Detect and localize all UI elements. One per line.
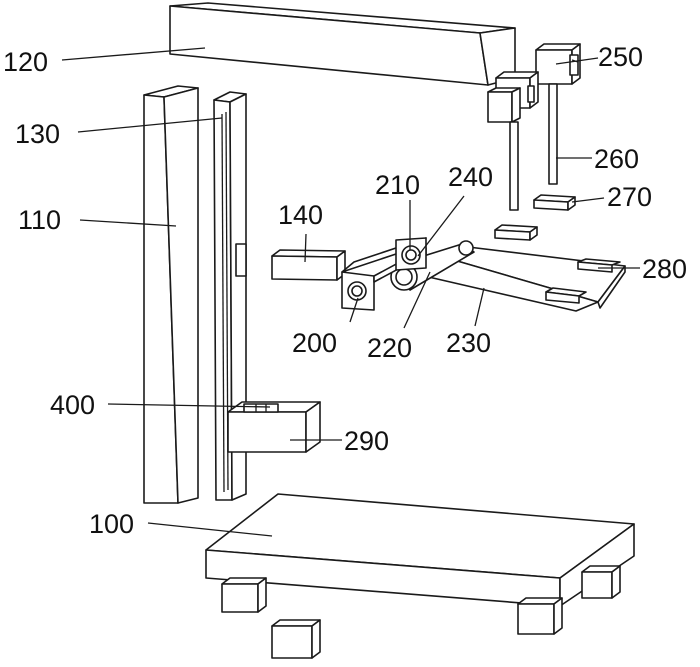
leader-200	[349, 297, 359, 323]
leader-400	[107, 403, 271, 408]
leader-120	[61, 47, 206, 61]
leader-250	[555, 57, 599, 65]
label-290: 290	[344, 426, 389, 456]
label-130: 130	[15, 119, 60, 149]
plate-230	[419, 245, 626, 312]
label-200: 200	[292, 328, 337, 358]
label-220: 220	[367, 333, 412, 363]
label-210: 210	[375, 170, 420, 200]
top-beam-120	[169, 2, 516, 86]
leader-110	[79, 219, 177, 227]
loose-foot	[271, 619, 321, 659]
arm-140	[271, 249, 346, 281]
pad-small	[494, 224, 538, 241]
column-110	[143, 85, 199, 504]
slider-block-290	[227, 401, 321, 453]
label-280: 280	[642, 254, 687, 284]
leader-130	[77, 117, 223, 133]
reference-labels: 120 130 110 140 210 240 200 220 230 250 …	[3, 42, 687, 539]
base-foot	[221, 577, 267, 613]
clamp-block-left	[487, 71, 539, 123]
label-400: 400	[50, 390, 95, 420]
base-foot	[517, 597, 563, 635]
label-120: 120	[3, 47, 48, 77]
label-240: 240	[448, 162, 493, 192]
label-230: 230	[446, 328, 491, 358]
label-140: 140	[278, 200, 323, 230]
base-foot	[581, 565, 621, 599]
leader-220	[403, 271, 431, 329]
leader-270	[571, 197, 605, 203]
base-plate-100	[205, 493, 635, 607]
rod-260	[548, 83, 558, 185]
leader-240	[417, 195, 465, 257]
label-110: 110	[18, 205, 61, 235]
label-100: 100	[89, 509, 134, 539]
bracket-200	[341, 237, 427, 311]
rod-left	[509, 121, 519, 211]
pad-270	[533, 194, 576, 211]
leader-lines	[61, 47, 640, 537]
label-250: 250	[598, 42, 643, 72]
rail-column-130	[213, 91, 247, 501]
leader-100	[147, 522, 273, 537]
label-270: 270	[607, 182, 652, 212]
clamp-block-250	[535, 43, 581, 85]
leader-230	[474, 287, 485, 327]
label-260: 260	[594, 144, 639, 174]
leader-140	[304, 233, 307, 263]
